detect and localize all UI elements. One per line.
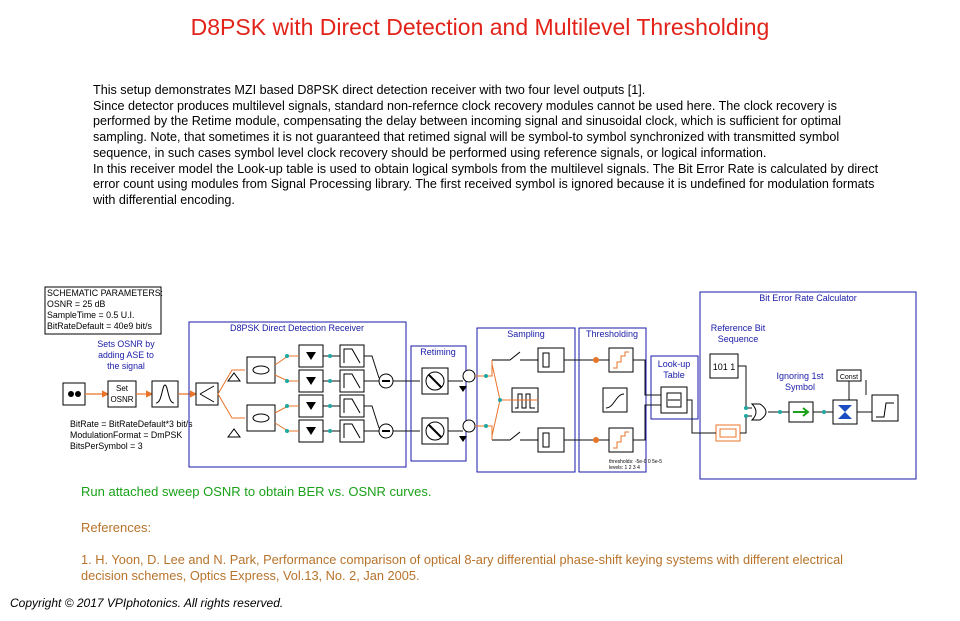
receiver-group-label: D8PSK Direct Detection Receiver — [230, 323, 364, 333]
ref-bit-icon: 101 1 — [713, 362, 736, 372]
thresholds-note: levels: 1 2 3 4 — [609, 465, 640, 471]
transmitter-module[interactable] — [62, 382, 86, 406]
sampling-group[interactable]: Sampling — [475, 327, 576, 473]
description: This setup demonstrates MZI based D8PSK … — [93, 83, 883, 209]
osnr-note-line: adding ASE to — [98, 350, 154, 360]
set-osnr-module[interactable]: Set OSNR — [107, 380, 137, 408]
param-line: OSNR = 25 dB — [47, 299, 106, 309]
references-heading: References: — [81, 520, 152, 535]
osnr-note-line: Sets OSNR by — [97, 339, 155, 349]
ber-group-label: Bit Error Rate Calculator — [759, 293, 857, 303]
ref-bit-label: Sequence — [718, 334, 759, 344]
page-title: D8PSK with Direct Detection and Multilev… — [190, 14, 770, 40]
osnr-note-line: the signal — [107, 361, 145, 371]
tx-param-line: BitRate = BitRateDefault*3 bit/s — [70, 419, 193, 429]
thresholds-note: thresholds: -5e-0 0 5e-5 — [609, 459, 662, 465]
reference-item: 1. H. Yoon, D. Lee and N. Park, Performa… — [81, 552, 844, 583]
osnr-note: Sets OSNR by adding ASE to the signal — [97, 339, 155, 371]
param-line: SampleTime = 0.5 U.I. — [47, 310, 134, 320]
lookup-table-group[interactable]: Look-up Table — [633, 355, 699, 441]
description-paragraph: In this receiver model the Look-up table… — [93, 161, 879, 207]
description-paragraph: This setup demonstrates MZI based D8PSK … — [93, 83, 646, 97]
lookup-label: Look-up — [658, 359, 691, 369]
thresholding-group[interactable]: Thresholding thresholds: -5e-0 0 5e-5 le… — [564, 327, 662, 473]
tx-param-line: BitsPerSymbol = 3 — [70, 441, 143, 451]
sampling-group-label: Sampling — [507, 329, 545, 339]
tx-parameters: BitRate = BitRateDefault*3 bit/s Modulat… — [70, 419, 193, 451]
set-osnr-label: Set — [116, 384, 129, 393]
description-paragraph: Since detector produces multilevel signa… — [93, 98, 842, 160]
tx-param-line: ModulationFormat = DmPSK — [70, 430, 182, 440]
param-line: BitRateDefault = 40e9 bit/s — [47, 321, 152, 331]
optical-filter-module[interactable] — [151, 380, 179, 408]
copyright: Copyright © 2017 VPIphotonics. All right… — [10, 596, 284, 610]
set-osnr-label: OSNR — [110, 395, 133, 404]
sweep-note: Run attached sweep OSNR to obtain BER vs… — [81, 484, 432, 499]
retiming-group[interactable]: Retiming — [410, 345, 476, 462]
ignore-label: Symbol — [785, 382, 815, 392]
const-label: Const — [840, 374, 858, 381]
thresholding-group-label: Thresholding — [586, 329, 638, 339]
receiver-group[interactable]: D8PSK Direct Detection Receiver — [188, 321, 420, 468]
param-line: SCHEMATIC PARAMETERS: — [47, 288, 163, 298]
ignore-label: Ignoring 1st — [776, 371, 824, 381]
retiming-group-label: Retiming — [420, 347, 456, 357]
ref-bit-label: Reference Bit — [711, 323, 766, 333]
ber-calculator-group[interactable]: Bit Error Rate Calculator Reference Bit … — [687, 291, 917, 480]
schematic-parameters-box[interactable]: SCHEMATIC PARAMETERS: OSNR = 25 dB Sampl… — [44, 286, 163, 335]
lookup-label: Table — [663, 370, 685, 380]
